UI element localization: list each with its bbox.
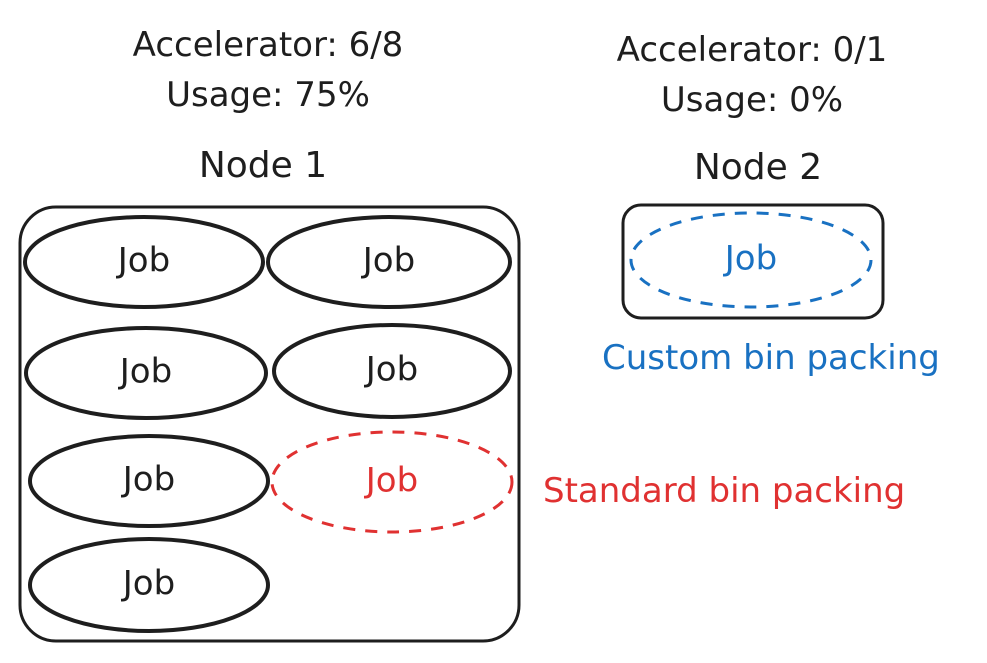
node1-job-7: Job [28, 537, 270, 633]
node2-container [621, 203, 885, 320]
node1-usage: Usage: 75% [166, 75, 370, 115]
node1-job-3-label: Job [118, 352, 172, 392]
node2-accelerator: Accelerator: 0/1 [616, 30, 888, 70]
custom-bin-packing-label: Custom bin packing [602, 338, 940, 378]
node1-accelerator: Accelerator: 6/8 [132, 25, 404, 65]
node1-title: Node 1 [198, 145, 328, 186]
node1-job-4: Job [272, 323, 512, 419]
node2-job-label: Job [723, 239, 777, 279]
node1-job-3: Job [24, 326, 268, 420]
node1-job-1: Job [23, 215, 265, 309]
node2-title: Node 2 [693, 147, 823, 188]
node2-usage: Usage: 0% [660, 80, 844, 120]
node1-job-6-standard: Job [270, 430, 514, 534]
node1-container [18, 205, 521, 643]
node1-job-2-label: Job [361, 241, 415, 281]
node1-job-5: Job [28, 434, 270, 528]
node1-job-7-label: Job [121, 564, 175, 604]
node1-job-4-label: Job [364, 350, 418, 390]
node1-job-6-label: Job [364, 461, 418, 501]
node1-job-5-label: Job [121, 460, 175, 500]
node2-job-custom: Job [629, 211, 873, 309]
standard-bin-packing-label: Standard bin packing [543, 471, 906, 511]
node1-job-1-label: Job [116, 241, 170, 281]
node1-job-2: Job [266, 215, 512, 309]
